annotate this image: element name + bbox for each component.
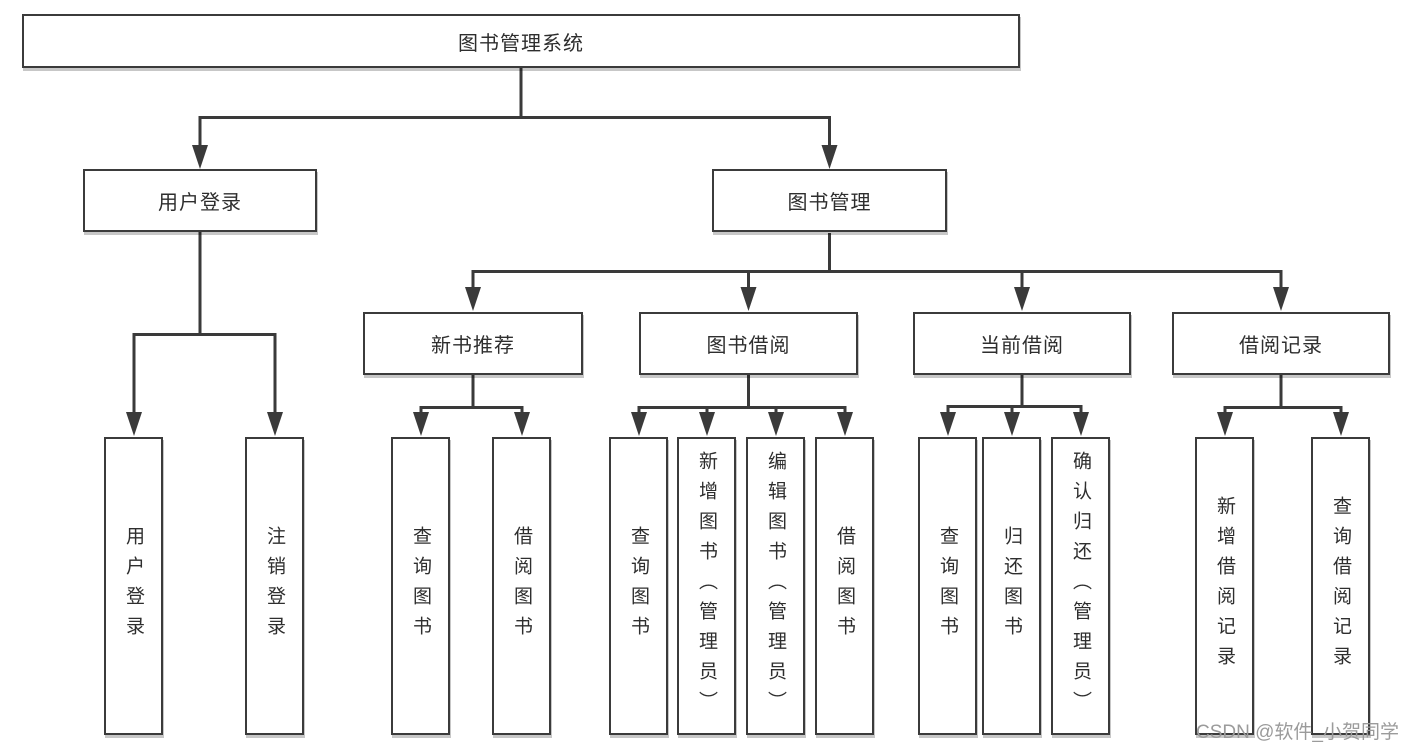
connector-lines: [132, 68, 1343, 418]
node-label: 借阅记录: [1239, 335, 1323, 357]
node-label: 图书管理: [787, 192, 872, 214]
arrow-icon: [1217, 412, 1233, 436]
node-library-management-system: 图书管理系统: [22, 14, 1020, 68]
arrow-icon: [699, 412, 715, 436]
arrow-icon: [465, 287, 481, 311]
node-label: 图书借阅: [706, 335, 791, 357]
newbookrec-to-leaves-line: [419, 375, 524, 418]
leaf-logout: 注销登录: [245, 437, 304, 735]
node-label: 归还图书: [1001, 526, 1022, 646]
arrow-icon: [1004, 412, 1020, 436]
arrow-icon: [940, 412, 956, 436]
node-label: 当前借阅: [980, 335, 1064, 357]
arrow-icon: [192, 145, 208, 169]
bookborrow-to-leaves-line: [637, 375, 847, 418]
node-label: 新增借阅记录: [1214, 496, 1235, 676]
leaf-borrow-books-borrowing: 借阅图书: [815, 437, 874, 735]
node-label: 查询图书: [410, 526, 431, 646]
leaf-user-login: 用户登录: [104, 437, 163, 735]
node-book-management: 图书管理: [712, 169, 947, 232]
arrow-icon: [768, 412, 784, 436]
node-label: 借阅图书: [834, 526, 855, 646]
arrow-icon: [740, 287, 757, 311]
leaf-query-borrow-record: 查询借阅记录: [1311, 437, 1370, 735]
node-label: 注销登录: [264, 526, 285, 646]
node-borrowing-records: 借阅记录: [1172, 312, 1390, 375]
node-label: 图书管理系统: [458, 32, 584, 55]
node-new-book-recommendation: 新书推荐: [363, 312, 583, 375]
leaf-query-books-current: 查询图书: [918, 437, 977, 735]
userlogin-to-leaves-line: [132, 232, 277, 418]
leaf-query-books-borrowing: 查询图书: [609, 437, 668, 735]
arrow-icon: [837, 412, 853, 436]
arrow-icon: [631, 412, 647, 436]
node-label: 查询借阅记录: [1330, 496, 1351, 676]
csdn-watermark: CSDN @软件_小贺同学: [1196, 722, 1399, 743]
leaf-query-books-recommend: 查询图书: [391, 437, 450, 735]
node-book-borrowing: 图书借阅: [639, 312, 858, 375]
arrowheads: [126, 145, 1349, 436]
currentborrow-to-leaves-line: [946, 375, 1083, 418]
node-current-borrowing: 当前借阅: [913, 312, 1131, 375]
arrow-icon: [413, 412, 429, 436]
arrow-icon: [514, 412, 530, 436]
leaf-add-book-admin: 新增图书（管理员）: [677, 437, 736, 735]
node-label: 用户登录: [158, 192, 242, 214]
node-label: 确认归还（管理员）: [1070, 451, 1091, 721]
node-label: 查询图书: [937, 526, 958, 646]
node-label: 编辑图书（管理员）: [765, 451, 786, 721]
node-label: 查询图书: [628, 526, 649, 646]
arrow-icon: [126, 412, 142, 436]
arrow-icon: [1333, 412, 1349, 436]
node-label: 新增图书（管理员）: [696, 451, 717, 721]
arrow-icon: [267, 412, 283, 436]
arrow-icon: [1014, 287, 1030, 311]
arrow-icon: [1073, 412, 1089, 436]
arrow-icon: [821, 145, 838, 169]
borrowrecord-to-leaves-line: [1223, 375, 1343, 418]
leaf-return-books: 归还图书: [982, 437, 1041, 735]
node-user-login: 用户登录: [83, 169, 317, 232]
leaf-edit-book-admin: 编辑图书（管理员）: [746, 437, 805, 735]
root-to-level2-line: [198, 68, 831, 150]
node-label: 借阅图书: [511, 526, 532, 646]
node-label: 新书推荐: [431, 335, 515, 357]
arrow-icon: [1273, 287, 1289, 311]
leaf-add-borrow-record: 新增借阅记录: [1195, 437, 1254, 735]
leaf-borrow-books-recommend: 借阅图书: [492, 437, 551, 735]
leaf-confirm-return-admin: 确认归还（管理员）: [1051, 437, 1110, 735]
bookmgmt-to-level3-line: [471, 233, 1283, 294]
node-label: 用户登录: [123, 526, 144, 646]
